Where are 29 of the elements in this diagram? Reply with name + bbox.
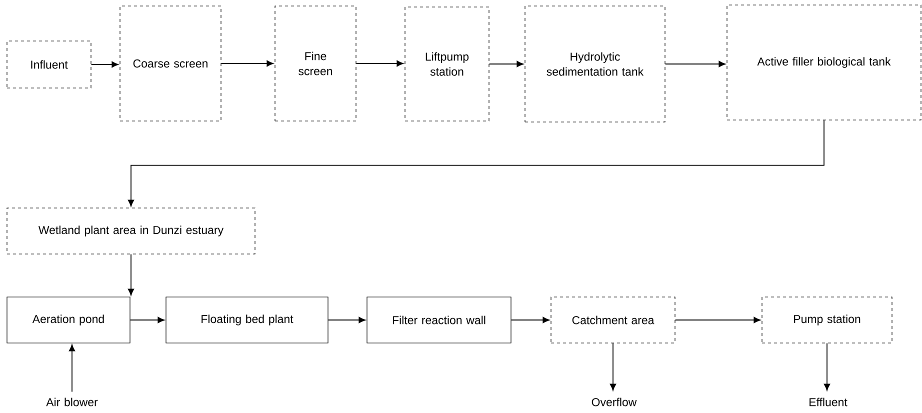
process-box: Filter reaction wall [366, 296, 512, 344]
arrow [90, 61, 119, 68]
arrow [488, 60, 524, 68]
process-box: Hydrolytic sedimentation tank [524, 6, 666, 122]
arrow [674, 316, 761, 324]
process-box: Catchment area [550, 296, 676, 344]
arrow [824, 342, 830, 391]
arrow [130, 316, 165, 324]
arrow [328, 316, 366, 324]
process-box: Wetland plant area in Dunzi estuary [6, 208, 256, 254]
arrow [610, 342, 616, 391]
output-label: Effluent [810, 398, 848, 406]
process-box: Influent [6, 40, 92, 88]
arrow [220, 60, 274, 67]
process-box: Liftpump station [404, 6, 490, 122]
arrow [128, 254, 134, 296]
process-box: Coarse screen [120, 6, 222, 122]
process-box: Fine screen [274, 6, 356, 122]
arrow [68, 344, 76, 392]
arrow [128, 120, 824, 207]
input-label: Air blower [46, 398, 98, 406]
process-box: Pump station [762, 296, 892, 344]
process-box: Floating bed plant [166, 296, 328, 344]
arrow [356, 60, 404, 67]
process-box: Aeration pond [6, 296, 130, 344]
process-box: Active filler biological tank [726, 4, 922, 120]
output-label: Overflow [592, 398, 637, 406]
arrow [510, 316, 550, 324]
arrow [664, 60, 726, 68]
